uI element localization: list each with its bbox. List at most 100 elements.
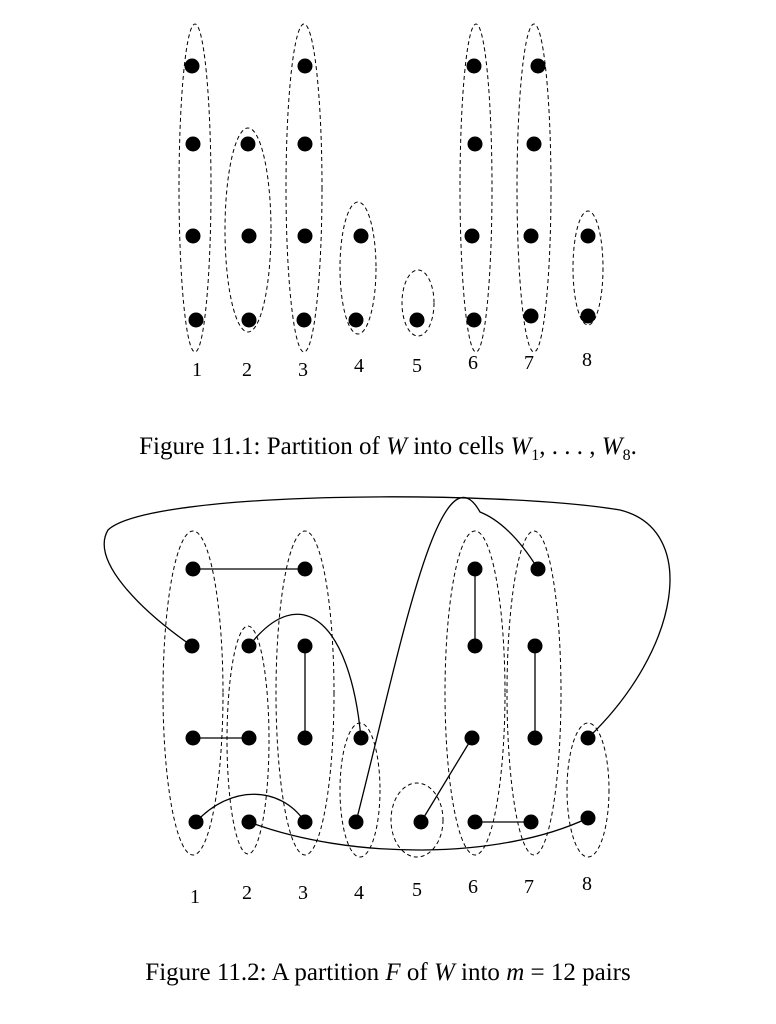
vertex-dot [348, 312, 364, 328]
vertex-dot [523, 814, 539, 830]
vertex-dot [241, 638, 257, 654]
vertex-dot [527, 730, 543, 746]
vertex-dot [241, 312, 257, 328]
vertex-dot [467, 561, 483, 577]
vertex-dot [240, 136, 256, 152]
vertex-dot [527, 638, 543, 654]
cell-ellipse-6 [444, 530, 506, 856]
pair-edge-11 [355, 496, 539, 823]
caption-var-w: W [433, 959, 455, 986]
cell-ellipse-1 [178, 23, 212, 353]
caption-text: into cells [406, 433, 511, 460]
caption-text: into [454, 959, 507, 986]
vertex-dot [464, 730, 480, 746]
caption-text: . [630, 433, 637, 460]
vertex-dot [353, 228, 369, 244]
fig1-cell-label-8: 8 [582, 349, 592, 371]
figure-11-2-caption: Figure 11.2: A partition F of W into m =… [0, 959, 776, 987]
caption-var-m: m [506, 959, 525, 986]
vertex-dot [185, 561, 201, 577]
caption-text: of [400, 959, 434, 986]
fig2-cell-label-5: 5 [412, 879, 422, 901]
cell-ellipse-2 [224, 127, 272, 333]
vertex-dot [297, 730, 313, 746]
caption-var-w: W [601, 433, 623, 460]
fig2-cell-label-3: 3 [298, 882, 308, 904]
vertex-dot [296, 312, 312, 328]
caption-text: = 12 pairs [524, 959, 631, 986]
vertex-dot [185, 228, 201, 244]
caption-text: , . . . , [539, 433, 602, 460]
cell-ellipse-7 [506, 530, 562, 856]
fig2-cell-label-1: 1 [190, 886, 200, 908]
vertex-dot [467, 136, 483, 152]
vertex-dot [348, 814, 364, 830]
cell-ellipse-8 [566, 722, 610, 858]
caption-var-w: W [386, 433, 407, 460]
pair-edge-7 [420, 737, 473, 823]
vertex-dot [297, 638, 313, 654]
vertex-dot [523, 228, 539, 244]
vertex-dot [188, 814, 204, 830]
caption-var-f: F [385, 959, 401, 986]
cell-ellipse-3 [275, 530, 335, 856]
fig2-cell-label-7: 7 [524, 876, 534, 898]
cell-ellipse-1 [162, 530, 224, 856]
pair-edge-12 [103, 496, 671, 739]
fig1-cell-label-6: 6 [468, 352, 478, 374]
cell-ellipse-8 [572, 210, 604, 326]
fig1-cell-label-5: 5 [412, 355, 422, 377]
vertex-dot [413, 814, 429, 830]
cell-ellipse-3 [285, 23, 323, 353]
pair-edge-8 [195, 793, 306, 823]
fig1-cell-label-1: 1 [192, 359, 202, 381]
vertex-dot [297, 814, 313, 830]
cell-ellipse-6 [459, 23, 493, 353]
figure-11-1-caption: Figure 11.1: Partition of W into cells W… [0, 433, 776, 465]
fig1-cell-label-4: 4 [354, 355, 364, 377]
cell-ellipse-4 [339, 201, 377, 335]
vertex-dot [580, 810, 596, 826]
caption-text: Figure 11.2: A partition [145, 959, 386, 986]
vertex-dot [466, 58, 482, 74]
fig2-cell-label-4: 4 [354, 882, 364, 904]
vertex-dot [580, 308, 596, 324]
caption-subscript: 8 [622, 447, 631, 464]
fig2-cell-label-6: 6 [468, 876, 478, 898]
vertex-dot [297, 228, 313, 244]
caption-subscript: 1 [531, 447, 540, 464]
fig1-cell-label-2: 2 [242, 359, 252, 381]
cell-ellipse-5 [390, 782, 444, 858]
vertex-dot [188, 312, 204, 328]
vertex-dot [580, 228, 596, 244]
vertex-dot [185, 730, 201, 746]
cell-ellipse-5 [401, 269, 435, 337]
figure-11-2-diagram [103, 496, 671, 858]
vertex-dot [530, 561, 546, 577]
vertex-dot [464, 228, 480, 244]
fig1-cell-label-7: 7 [524, 352, 534, 374]
pair-edge-9 [248, 817, 589, 851]
fig2-cell-label-2: 2 [242, 882, 252, 904]
caption-var-w: W [510, 433, 532, 460]
vertex-dot [580, 730, 596, 746]
vertex-dot [409, 312, 425, 328]
vertex-dot [467, 638, 483, 654]
figure-11-1-diagram [178, 23, 604, 353]
vertex-dot [241, 730, 257, 746]
vertex-dot [530, 58, 546, 74]
vertex-dot [241, 228, 257, 244]
pair-edge-10 [248, 613, 362, 739]
vertex-dot [185, 136, 201, 152]
vertex-dot [467, 814, 483, 830]
vertex-dot [353, 730, 369, 746]
vertex-dot [184, 58, 200, 74]
fig1-cell-label-3: 3 [298, 359, 308, 381]
vertex-dot [523, 308, 539, 324]
cell-ellipse-7 [516, 23, 552, 353]
vertex-dot [241, 814, 257, 830]
vertex-dot [526, 136, 542, 152]
cell-ellipse-2 [226, 625, 270, 855]
vertex-dot [297, 58, 313, 74]
